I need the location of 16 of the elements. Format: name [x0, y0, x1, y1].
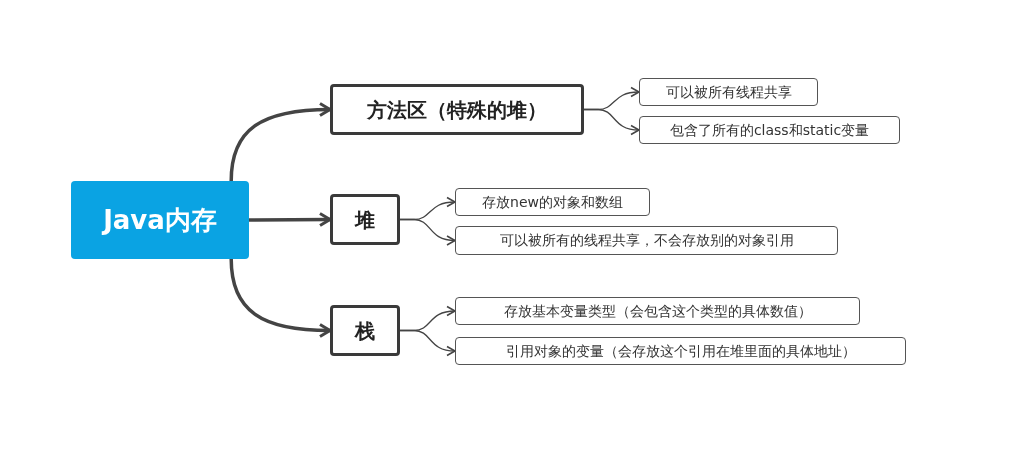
arrow: [399, 218, 456, 246]
topic-box: 栈: [330, 305, 400, 356]
arrow: [229, 102, 332, 182]
arrow: [583, 108, 640, 135]
subtopic-box: 可以被所有线程共享: [639, 78, 818, 106]
topic-box: 方法区（特殊的堆）: [330, 84, 584, 135]
arrow: [399, 329, 456, 356]
subtopic-box: 存放new的对象和数组: [455, 188, 650, 216]
subtopic-box: 包含了所有的class和static变量: [639, 116, 900, 144]
arrow: [249, 212, 332, 228]
topic-box: Java内存: [71, 181, 249, 259]
subtopic-box: 存放基本变量类型（会包含这个类型的具体数值）: [455, 297, 860, 325]
arrow: [229, 258, 332, 338]
subtopic-box: 可以被所有的线程共享，不会存放别的对象引用: [455, 226, 838, 255]
topic-box: 堆: [330, 194, 400, 245]
subtopic-box: 引用对象的变量（会存放这个引用在堆里面的具体地址）: [455, 337, 906, 365]
